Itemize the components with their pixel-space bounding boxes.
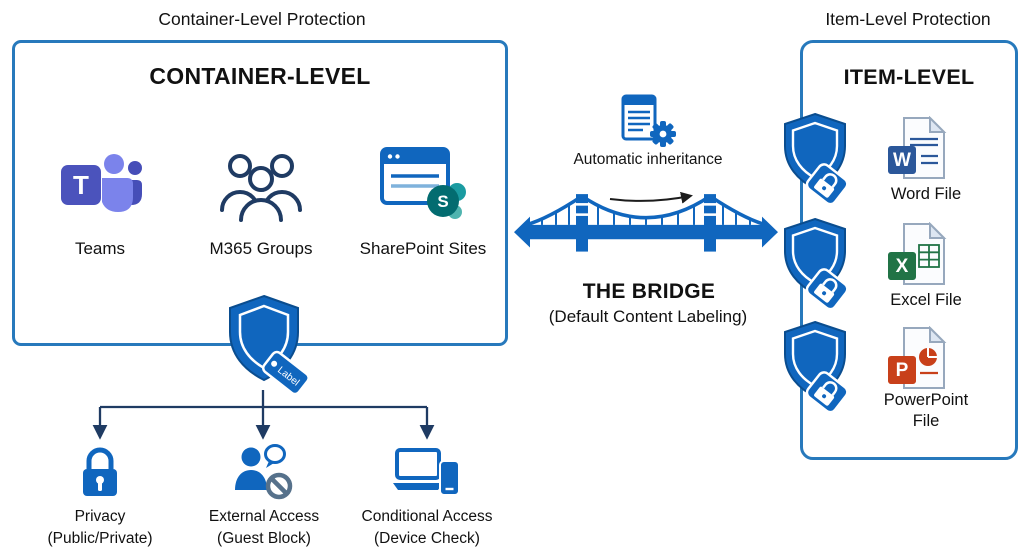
conditional-access-title: Conditional Access [361, 508, 493, 525]
bridge-title: THE BRIDGE [582, 280, 716, 303]
label-tag: Label [261, 350, 310, 396]
item-shield-lock-icon-2 [781, 217, 873, 313]
powerpoint-file-label: PowerPoint File [883, 391, 969, 430]
word-file-label: Word File [890, 185, 962, 203]
conditional-access-subtitle: (Device Check) [374, 529, 480, 547]
container-shield-label-icon: Label [226, 294, 326, 396]
document-gear-icon [617, 94, 679, 152]
container-item-teams: T Teams [25, 138, 175, 260]
automatic-inheritance-label: Automatic inheritance [573, 151, 723, 168]
privacy-label: Privacy (Public/Private) [18, 506, 182, 549]
container-level-panel: CONTAINER-LEVEL T Teams [12, 40, 508, 346]
privacy-lock-icon [74, 444, 126, 500]
privacy-title: Privacy [74, 508, 126, 525]
teams-logo-letter: T [73, 170, 89, 200]
powerpoint-letter: P [896, 360, 909, 381]
external-access-icon [230, 442, 296, 502]
excel-file-icon: X [886, 222, 950, 286]
conditional-access-icon [392, 444, 462, 500]
bridge-subtitle: (Default Content Labeling) [548, 307, 748, 326]
m365-groups-icon [186, 138, 336, 222]
excel-file-label: Excel File [890, 291, 962, 309]
m365-groups-label: M365 Groups [209, 239, 313, 258]
sharepoint-sites-icon: S [348, 138, 498, 222]
bridge-icon [514, 194, 778, 252]
item-shield-lock-icon-1 [781, 112, 873, 208]
item-panel-title: ITEM-LEVEL [843, 65, 975, 89]
conditional-access-label: Conditional Access (Device Check) [335, 506, 519, 549]
inheritance-arrow [609, 191, 693, 204]
teams-label: Teams [74, 239, 126, 258]
container-protection-heading: Container-Level Protection [158, 9, 366, 29]
excel-letter: X [896, 256, 909, 277]
privacy-subtitle: (Public/Private) [47, 529, 153, 547]
container-panel-title: CONTAINER-LEVEL [149, 63, 371, 89]
sharepoint-label: SharePoint Sites [359, 239, 487, 258]
gear-icon [650, 121, 676, 147]
external-access-title: External Access [208, 508, 320, 525]
sharepoint-logo-letter: S [437, 192, 448, 211]
teams-icon: T [25, 138, 175, 222]
word-file-icon: W [886, 116, 950, 180]
external-access-subtitle: (Guest Block) [217, 529, 311, 547]
container-item-m365-groups: M365 Groups [186, 138, 336, 260]
powerpoint-file-icon: P [886, 326, 950, 390]
word-letter: W [893, 150, 911, 171]
external-access-label: External Access (Guest Block) [172, 506, 356, 549]
item-protection-heading: Item-Level Protection [825, 9, 991, 29]
item-shield-lock-icon-3 [781, 320, 873, 416]
container-item-sharepoint: S SharePoint Sites [348, 138, 498, 260]
